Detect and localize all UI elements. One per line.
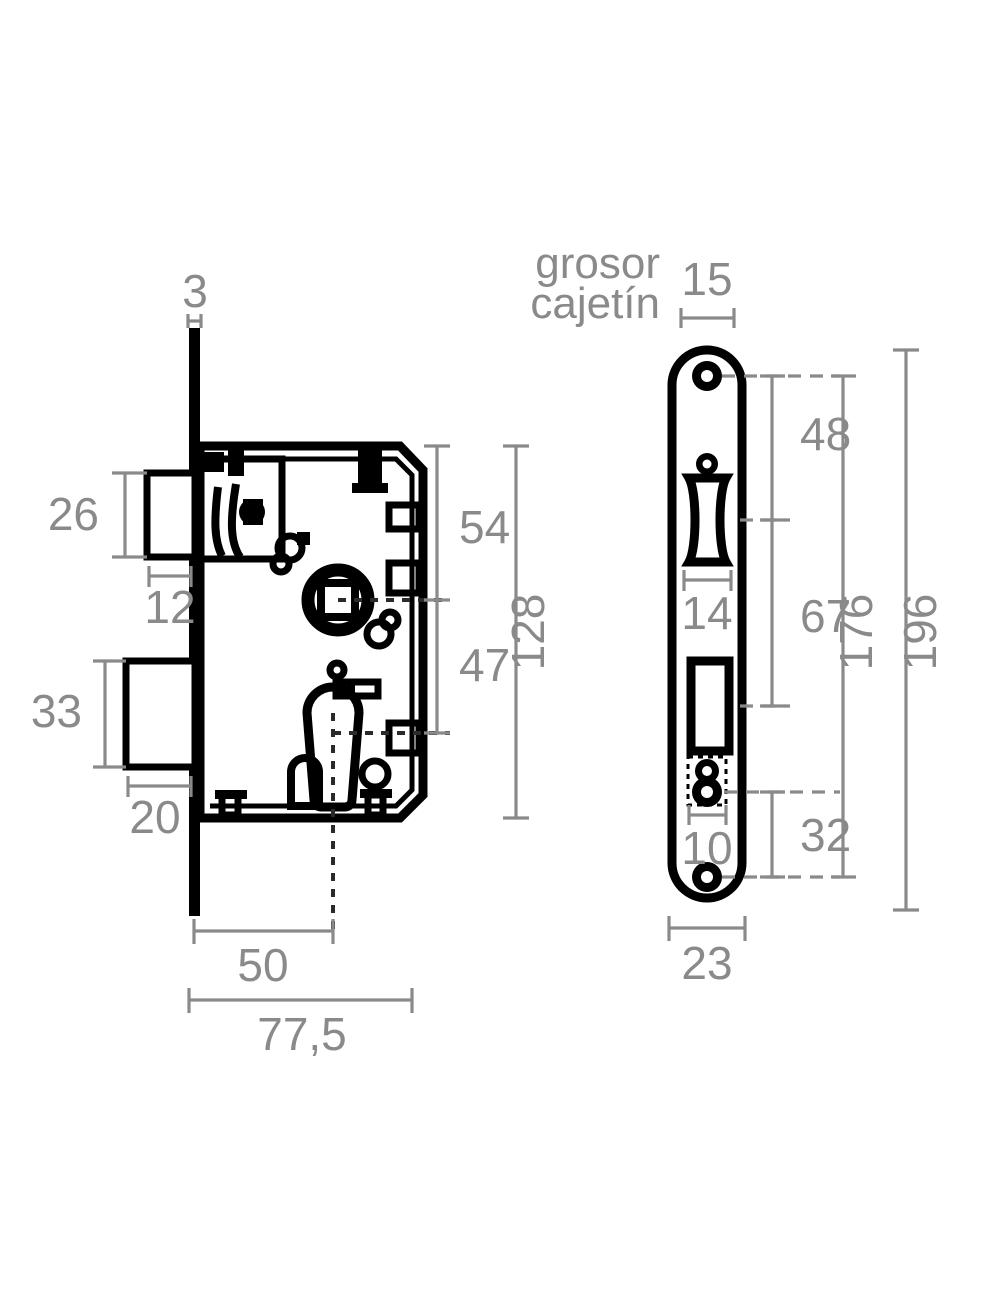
dim-label-14: 14 <box>681 587 732 639</box>
dim-label-54: 54 <box>459 501 510 553</box>
dim-label-10: 10 <box>681 822 732 874</box>
note-line-2: cajetín <box>530 279 660 328</box>
dim-hole-centres: 176 <box>830 374 882 879</box>
dim-label-77-5: 77,5 <box>257 1008 347 1060</box>
dim-case-height: 128 <box>502 444 554 820</box>
dim-label-3: 3 <box>182 265 208 317</box>
dim-deadbolt-width: 10 <box>681 805 733 874</box>
dim-backset: 50 <box>192 919 335 991</box>
dim-faceplate-width: 23 <box>667 916 747 989</box>
dim-label-47: 47 <box>459 639 510 691</box>
dead-bolt <box>122 657 199 771</box>
dim-label-176: 176 <box>830 594 882 671</box>
dim-spindle-to-cylinder: 47 <box>424 600 510 735</box>
dim-label-20: 20 <box>129 791 180 843</box>
lower-retainer-pin <box>695 759 719 783</box>
dim-latch-width: 14 <box>681 570 733 639</box>
screw-hole-lower-inner <box>692 777 722 807</box>
dim-total-depth: 77,5 <box>187 988 414 1060</box>
dim-faceplate-length: 196 <box>893 348 946 912</box>
faceplate-front-view <box>667 345 747 903</box>
case-side-slots <box>385 501 423 757</box>
latch-bolt <box>143 469 199 561</box>
dim-label-15: 15 <box>681 253 732 305</box>
case-tab-top <box>352 450 388 493</box>
dim-label-26: 26 <box>48 488 99 540</box>
deadbolt-aperture <box>686 656 734 756</box>
dim-spindle-to-top: 54 <box>424 444 510 602</box>
side-section-view <box>122 328 450 931</box>
dim-case-thickness: 15 <box>679 253 736 328</box>
dim-latch-projection: 12 <box>144 566 196 633</box>
faceplate-edge <box>189 328 200 916</box>
dim-label-128: 128 <box>502 594 554 671</box>
screw-hole-top <box>692 361 722 391</box>
dim-label-196: 196 <box>894 594 946 671</box>
faceplate-outline <box>667 345 747 903</box>
note-line-1: grosor <box>535 239 660 288</box>
note-grosor-cajetin: grosor cajetín <box>530 239 660 328</box>
latch-aperture <box>681 473 734 567</box>
screw-hole-bottom <box>692 862 722 892</box>
dim-label-12: 12 <box>144 581 195 633</box>
case-bottom-details <box>215 754 392 819</box>
dim-label-23: 23 <box>681 937 732 989</box>
dim-deadbolt-projection: 20 <box>126 776 193 843</box>
dim-screw-to-latch: 48 <box>760 374 851 522</box>
dim-label-33: 33 <box>31 685 82 737</box>
dim-label-50: 50 <box>237 939 288 991</box>
latch-retainer-pin <box>696 453 718 475</box>
dim-latch-height: 26 <box>48 471 147 559</box>
dim-deadbolt-to-screw: 32 <box>760 790 851 879</box>
pin-group-outline <box>686 755 728 807</box>
latch-mechanism <box>196 450 286 563</box>
dim-faceplate-thickness: 3 <box>182 265 208 328</box>
dim-deadbolt-height: 33 <box>31 659 126 769</box>
